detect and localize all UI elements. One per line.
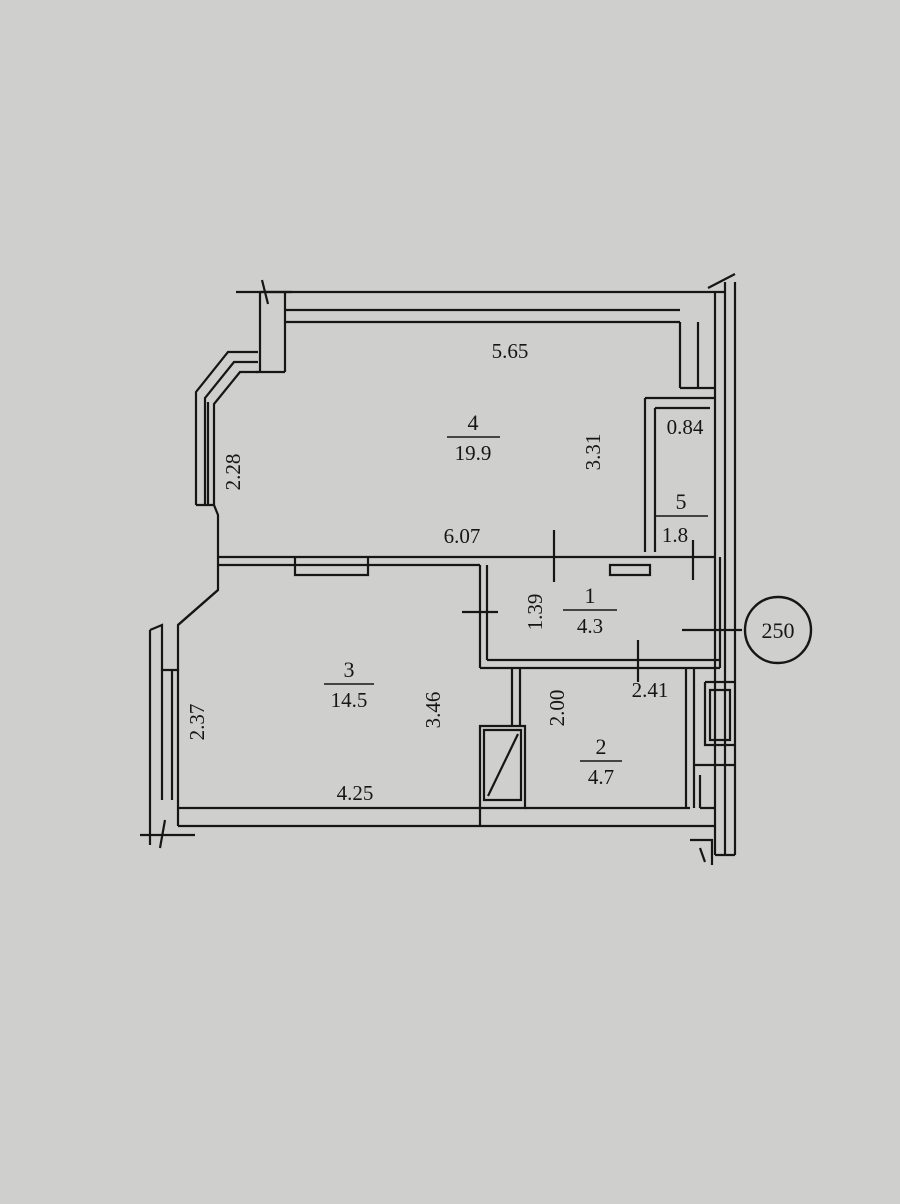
fraction-bars [324,436,708,762]
bottom-wall [178,806,715,828]
dim-left-upper: 2.28 [221,454,245,491]
walls [140,273,742,865]
dim-mid-width: 6.07 [444,524,481,548]
dim-bath-height: 2.00 [545,690,569,727]
room-2-area: 4.7 [588,765,614,789]
dim-closet-width: 0.84 [667,415,704,439]
right-wall [707,273,737,857]
room-1-number: 1 [585,583,596,608]
room-4: 4 19.9 [455,410,492,465]
apartment-tag-number: 250 [762,618,795,643]
dim-bath-width: 2.41 [632,678,669,702]
dim-living-height: 3.31 [581,434,605,471]
middle-wall [218,555,715,577]
dim-left-lower: 2.37 [185,704,209,741]
lower-window [148,589,219,830]
room-5: 5 1.8 [662,489,688,547]
top-wall [260,290,725,324]
dim-room3-height: 3.46 [421,692,445,729]
dim-hall-height: 1.39 [523,594,547,631]
apartment-tag-circle [743,595,813,665]
room-3-number: 3 [344,657,355,682]
room-1-area: 4.3 [577,614,603,638]
dimension-ticks [462,530,742,682]
room-3-area: 14.5 [331,688,368,712]
room-2: 2 4.7 [588,734,614,789]
dim-bottom-width: 4.25 [337,781,374,805]
duct-box [478,724,527,810]
dim-top-width: 5.65 [492,339,529,363]
room-5-area: 1.8 [662,523,688,547]
room-4-number: 4 [468,410,479,435]
apartment-tag: 250 [743,595,813,665]
room-5-number: 5 [676,489,687,514]
room-4-area: 19.9 [455,441,492,465]
room-2-number: 2 [596,734,607,759]
room-3: 3 14.5 [331,657,368,712]
upper-window-bay [149,350,258,672]
room-1: 1 4.3 [577,583,603,638]
